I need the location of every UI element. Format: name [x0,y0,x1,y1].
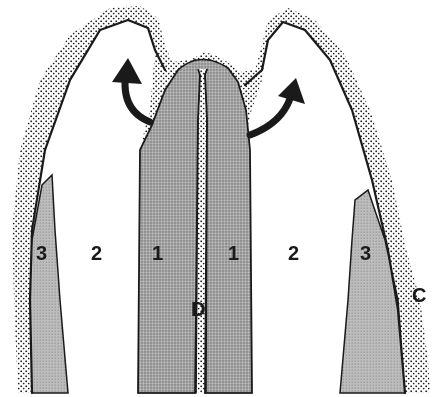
label-region-3-right: 3 [360,243,371,265]
label-region-3-left: 3 [36,243,47,265]
label-region-2-left: 2 [91,243,102,265]
label-c: C [412,285,426,307]
label-region-1-left: 1 [152,243,163,265]
label-region-1-right: 1 [228,243,239,265]
label-d: D [191,299,205,321]
label-region-2-right: 2 [288,243,299,265]
